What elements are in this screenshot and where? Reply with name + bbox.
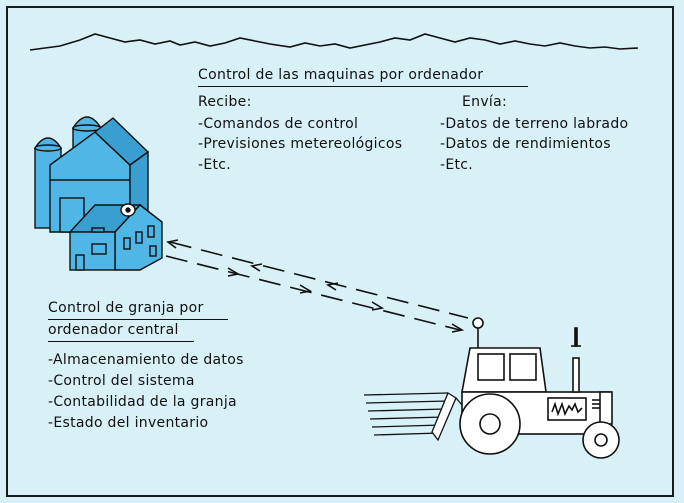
farm-item: -Estado del inventario [48, 415, 209, 431]
farm-control-title-underline-1 [48, 319, 228, 320]
farm-item: -Almacenamiento de datos [48, 352, 244, 368]
sends-heading: Envía: [462, 94, 507, 110]
mountain-horizon-line [29, 33, 639, 51]
sends-item: -Datos de rendimientos [440, 136, 611, 152]
farm-control-title-line2: ordenador central [48, 322, 179, 338]
receives-item: -Etc. [198, 157, 232, 173]
machine-control-title: Control de las maquinas por ordenador [198, 67, 484, 83]
diagram-frame [6, 6, 674, 497]
farm-buildings-icon [33, 116, 163, 271]
arrowhead-to-tractor [451, 323, 465, 333]
farm-control-title-line1: Control de granja por [48, 300, 204, 316]
arrowhead-to-farm [166, 239, 179, 249]
receives-item: -Previsiones metereológicos [198, 136, 403, 152]
data-link-arrows [165, 241, 469, 331]
farm-item: -Contabilidad de la granja [48, 394, 237, 410]
machine-control-title-underline [198, 86, 528, 87]
tractor-icon [459, 317, 620, 459]
farm-control-title-underline-2 [48, 341, 194, 342]
plough-icon [363, 392, 463, 442]
receives-heading: Recibe: [198, 94, 252, 110]
farm-item: -Control del sistema [48, 373, 195, 389]
sends-item: -Datos de terreno labrado [440, 116, 629, 132]
receives-item: -Comandos de control [198, 116, 359, 132]
sends-item: -Etc. [440, 157, 474, 173]
